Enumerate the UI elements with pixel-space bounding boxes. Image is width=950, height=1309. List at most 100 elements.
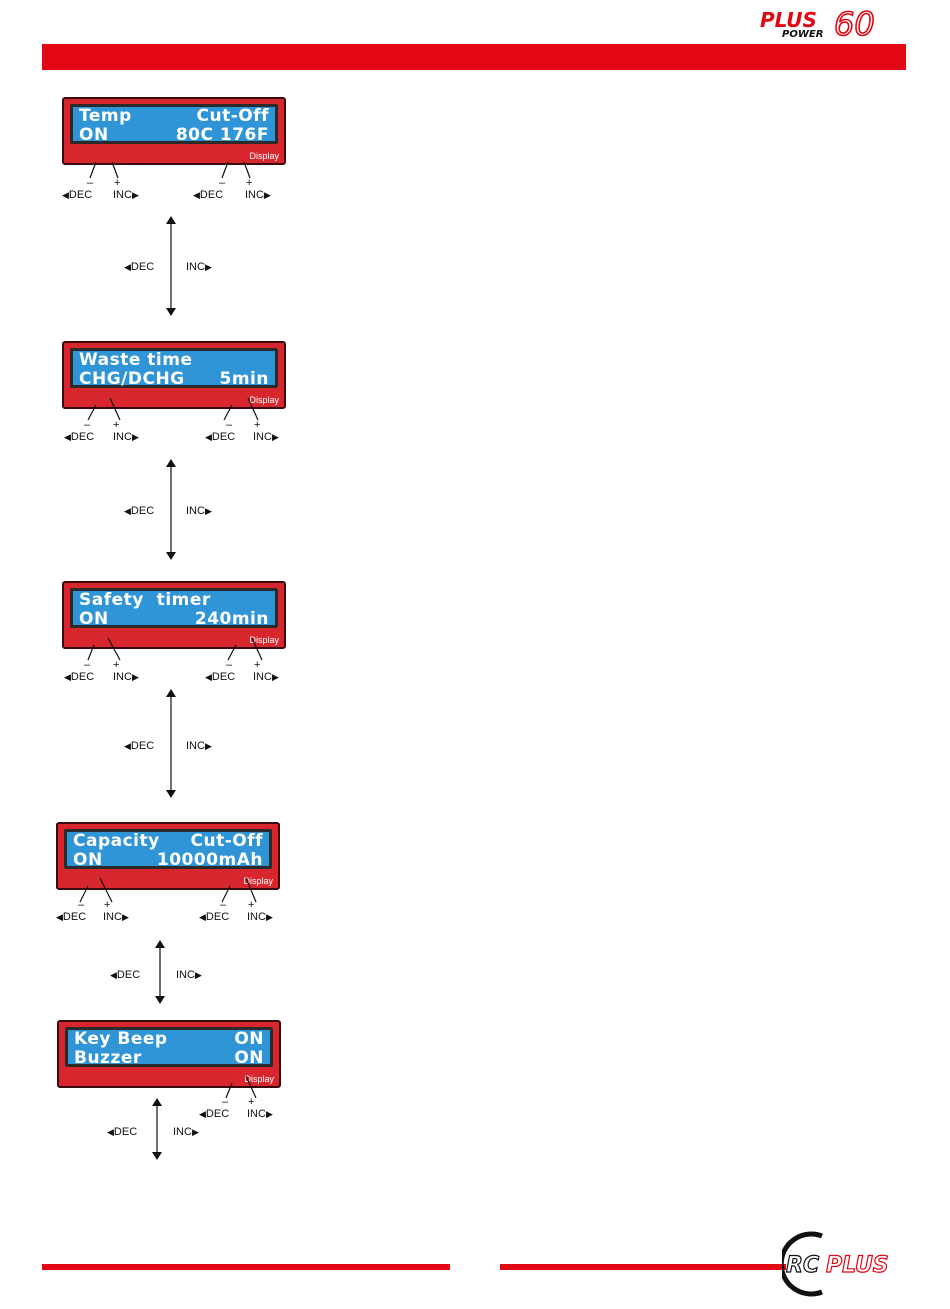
display-label: Display — [249, 635, 279, 645]
dec-triangle-icon: ◀ — [193, 190, 200, 200]
lcd-line2-left: CHG/DCHG — [79, 369, 185, 389]
dec-label: DEC — [205, 911, 230, 923]
lcd-capacity-cutoff: Capacity Cut-Off ON 10000mAh Display — [56, 822, 280, 890]
plus-label: + — [248, 1096, 255, 1108]
dec-triangle-icon: ◀ — [205, 672, 212, 682]
dec-label: DEC — [70, 431, 95, 443]
inc-triangle-icon: ▶ — [271, 672, 279, 682]
dec-label: DEC — [113, 1126, 138, 1138]
inc-triangle-icon: ▶ — [191, 1127, 199, 1137]
minus-label: – — [226, 659, 233, 671]
inc-label: INC — [113, 189, 132, 201]
logo-power-text: POWER — [782, 29, 823, 39]
header-red-bar — [42, 44, 906, 70]
lcd-line2-left: ON — [79, 609, 109, 629]
inc-label: INC — [113, 431, 132, 443]
dec-triangle-icon: ◀ — [107, 1127, 114, 1137]
lcd-line2-right: 240min — [194, 609, 269, 629]
inc-label: INC — [173, 1126, 192, 1138]
dec-triangle-icon: ◀ — [110, 970, 117, 980]
inc-label: INC — [176, 969, 195, 981]
inc-triangle-icon: ▶ — [265, 912, 273, 922]
logo-60-text: 60 — [834, 5, 875, 39]
lcd-line2-left: ON — [79, 125, 109, 145]
dec-label: DEC — [211, 431, 236, 443]
plus-label: + — [246, 177, 253, 189]
lcd-screen: Safety timer ON 240min — [73, 590, 275, 629]
lcd-line1-right: Cut-Off — [190, 831, 263, 851]
dec-label: DEC — [199, 189, 224, 201]
dec-label: DEC — [116, 969, 141, 981]
inc-triangle-icon: ▶ — [204, 741, 212, 751]
inc-triangle-icon: ▶ — [194, 970, 202, 980]
dec-triangle-icon: ◀ — [62, 190, 69, 200]
lcd-line2-right: 80C 176F — [175, 125, 269, 145]
inc-label: INC — [253, 431, 272, 443]
plus-power-60-logo: PLUS POWER 60 — [760, 5, 876, 39]
lcd-line1-left: Capacity — [73, 831, 160, 851]
dec-label: DEC — [130, 505, 155, 517]
plus-label: + — [254, 419, 261, 431]
lcd-line2-left: Buzzer — [74, 1048, 142, 1068]
minus-label: – — [84, 659, 91, 671]
dec-label: DEC — [130, 740, 155, 752]
dec-triangle-icon: ◀ — [64, 432, 71, 442]
display-label: Display — [243, 876, 273, 886]
minus-label: – — [219, 177, 226, 189]
logo-plus-text: PLUS — [760, 8, 817, 32]
inc-triangle-icon: ▶ — [263, 190, 271, 200]
dec-label: DEC — [68, 189, 93, 201]
display-label: Display — [249, 395, 279, 405]
inc-label: INC — [186, 261, 205, 273]
plus-label: + — [114, 177, 121, 189]
rc-plus-logo: RC PLUS — [782, 1231, 889, 1297]
lcd-line2-right: 10000mAh — [156, 850, 263, 870]
footer-red-bar-left — [42, 1264, 450, 1270]
lcd-line1-right: ON — [234, 1029, 264, 1049]
minus-label: – — [78, 899, 85, 911]
logo-plus-text: PLUS — [826, 1253, 889, 1278]
plus-label: + — [113, 659, 120, 671]
dec-triangle-icon: ◀ — [205, 432, 212, 442]
inc-label: INC — [103, 911, 122, 923]
lcd-line2-left: ON — [73, 850, 103, 870]
inc-triangle-icon: ▶ — [204, 506, 212, 516]
dec-triangle-icon: ◀ — [56, 912, 63, 922]
dec-label: DEC — [205, 1108, 230, 1120]
dec-label: DEC — [130, 261, 155, 273]
minus-label: – — [222, 1096, 229, 1108]
display-label: Display — [244, 1074, 274, 1084]
dec-triangle-icon: ◀ — [124, 262, 131, 272]
inc-label: INC — [113, 671, 132, 683]
dec-triangle-icon: ◀ — [124, 506, 131, 516]
lcd-line1-left: Waste time — [79, 350, 193, 370]
inc-triangle-icon: ▶ — [131, 672, 139, 682]
minus-label: – — [226, 419, 233, 431]
lcd-line1-right: Cut-Off — [196, 106, 269, 126]
dec-label: DEC — [70, 671, 95, 683]
plus-label: + — [254, 659, 261, 671]
minus-label: – — [87, 177, 94, 189]
plus-label: + — [248, 899, 255, 911]
inc-label: INC — [247, 1108, 266, 1120]
plus-label: + — [104, 899, 111, 911]
plus-label: + — [113, 419, 120, 431]
lcd-safety-timer: Safety timer ON 240min Display — [62, 581, 286, 649]
lcd-screen: Capacity Cut-Off ON 10000mAh — [67, 831, 269, 870]
minus-label: – — [84, 419, 91, 431]
dec-triangle-icon: ◀ — [64, 672, 71, 682]
dec-triangle-icon: ◀ — [199, 1109, 206, 1119]
footer-red-bar-right — [500, 1264, 786, 1270]
inc-label: INC — [186, 740, 205, 752]
lcd-line1-left: Safety timer — [79, 590, 211, 610]
inc-triangle-icon: ▶ — [271, 432, 279, 442]
logo-rc-text: RC — [786, 1253, 819, 1278]
inc-triangle-icon: ▶ — [131, 190, 139, 200]
